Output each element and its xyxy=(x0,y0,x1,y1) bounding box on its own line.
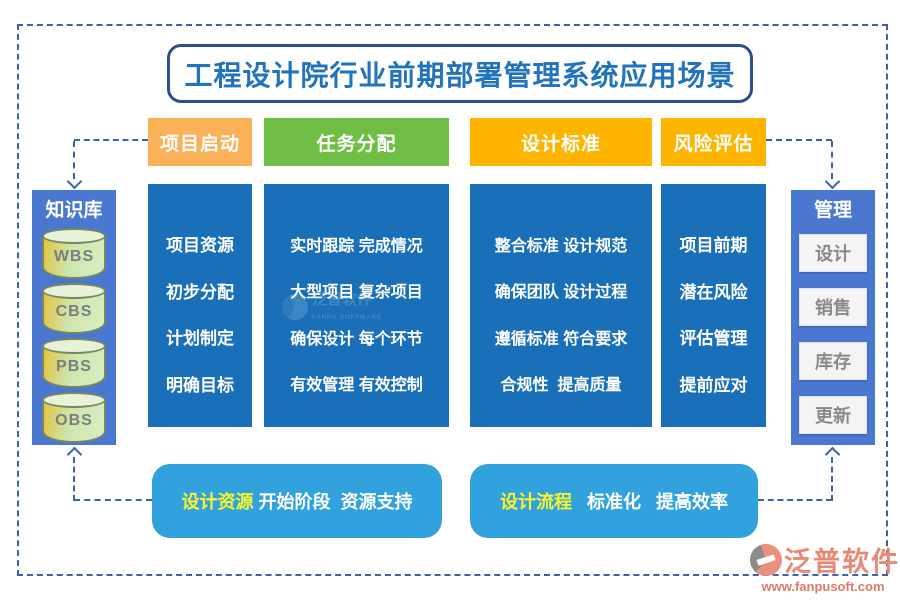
database-label: PBS xyxy=(56,357,92,375)
database-cylinder-pbs: PBS xyxy=(42,337,106,389)
stage-column-task-assignment: 实时跟踪 完成情况 大型项目 复杂项目 确保设计 每个环节 有效管理 有效控制 xyxy=(264,184,449,427)
bottom-bar-design-resources: 设计资源 开始阶段 资源支持 xyxy=(152,464,442,538)
page-title: 工程设计院行业前期部署管理系统应用场景 xyxy=(184,59,736,91)
cylinder-lid xyxy=(42,392,106,409)
cylinder-icon xyxy=(42,345,106,389)
stage-column-risk-assessment: 项目前期 潜在风险 评估管理 提前应对 xyxy=(661,184,766,427)
stage-header-label: 设计标准 xyxy=(520,133,601,155)
stage-header-label: 风险评估 xyxy=(673,133,754,155)
connector-bottom-right-vertical xyxy=(831,457,833,501)
column-item: 确保设计 每个环节 xyxy=(290,330,423,348)
management-button-inventory: 库存 xyxy=(799,342,867,380)
database-label: WBS xyxy=(53,248,95,265)
database-cylinder-cbs: CBS xyxy=(42,282,106,334)
column-item: 合规性 提高质量 xyxy=(500,376,622,394)
connector-bottom-left-vertical xyxy=(73,457,75,501)
database-label: CBS xyxy=(55,302,93,320)
knowledge-base-title: 知识库 xyxy=(45,200,103,221)
fanpu-logo: 泛普软件 www.fanpusoft.com xyxy=(750,540,898,594)
cylinder-lid xyxy=(42,282,106,299)
management-title: 管理 xyxy=(813,200,852,221)
stage-column-design-standard: 整合标准 设计规范 确保团队 设计过程 遵循标准 符合要求 合规性 提高质量 xyxy=(470,184,652,427)
column-item: 整合标准 设计规范 xyxy=(494,238,628,256)
column-item: 遵循标准 符合要求 xyxy=(494,330,628,348)
bar-text: 标准化 提高效率 xyxy=(571,492,728,512)
stage-column-project-start: 项目资源 初步分配 计划制定 明确目标 xyxy=(148,184,252,427)
knowledge-base-panel: 知识库 WBS CBS PBS OBS xyxy=(32,190,116,445)
connector-top-right-vertical xyxy=(831,141,833,179)
column-item: 明确目标 xyxy=(166,375,234,395)
database-cylinder-wbs: WBS xyxy=(42,228,106,279)
bar-highlight-label: 设计资源 xyxy=(181,492,254,512)
column-item: 确保团队 设计过程 xyxy=(494,284,628,302)
column-item: 初步分配 xyxy=(166,282,234,302)
column-item: 项目资源 xyxy=(166,236,234,256)
management-panel: 管理 设计 销售 库存 更新 xyxy=(791,190,875,445)
fanpu-logo-name: 泛普软件 xyxy=(784,547,900,577)
management-button-update: 更新 xyxy=(799,396,867,434)
management-button-sales: 销售 xyxy=(799,288,867,326)
column-item: 潜在风险 xyxy=(679,282,748,302)
bar-text: 开始阶段 资源支持 xyxy=(253,492,413,512)
column-item: 实时跟踪 完成情况 xyxy=(290,238,423,256)
column-item: 评估管理 xyxy=(679,329,748,349)
cylinder-lid xyxy=(42,337,106,354)
management-button-design: 设计 xyxy=(799,234,867,272)
column-item: 大型项目 复杂项目 xyxy=(290,284,423,302)
column-item: 有效管理 有效控制 xyxy=(290,376,423,394)
bottom-bar-design-process: 设计流程 标准化 提高效率 xyxy=(470,464,758,538)
stage-header-task-assignment: 任务分配 xyxy=(264,118,449,166)
connector-top-left-vertical xyxy=(73,141,75,179)
page-title-box: 工程设计院行业前期部署管理系统应用场景 xyxy=(167,44,753,103)
connector-top-right-horizontal xyxy=(766,139,832,141)
connector-top-left-horizontal xyxy=(74,139,148,141)
database-label: OBS xyxy=(55,412,93,430)
bar-highlight-label: 设计流程 xyxy=(499,492,572,512)
connector-bottom-right-horizontal xyxy=(758,499,832,501)
stage-header-label: 任务分配 xyxy=(316,133,397,155)
column-item: 计划制定 xyxy=(166,329,234,349)
column-item: 提前应对 xyxy=(679,375,748,395)
database-cylinder-obs: OBS xyxy=(42,392,106,443)
outer-dashed-border xyxy=(17,24,888,576)
column-item: 项目前期 xyxy=(679,236,748,256)
fanpu-logo-mark-icon xyxy=(750,543,782,576)
cylinder-lid xyxy=(42,228,106,244)
connector-bottom-left-horizontal xyxy=(74,499,152,501)
stage-header-design-standard: 设计标准 xyxy=(470,118,652,166)
fanpu-logo-url: www.fanpusoft.com xyxy=(761,579,885,594)
stage-header-label: 项目启动 xyxy=(159,133,240,155)
stage-header-project-start: 项目启动 xyxy=(148,118,252,166)
stage-header-risk-assessment: 风险评估 xyxy=(661,118,766,166)
